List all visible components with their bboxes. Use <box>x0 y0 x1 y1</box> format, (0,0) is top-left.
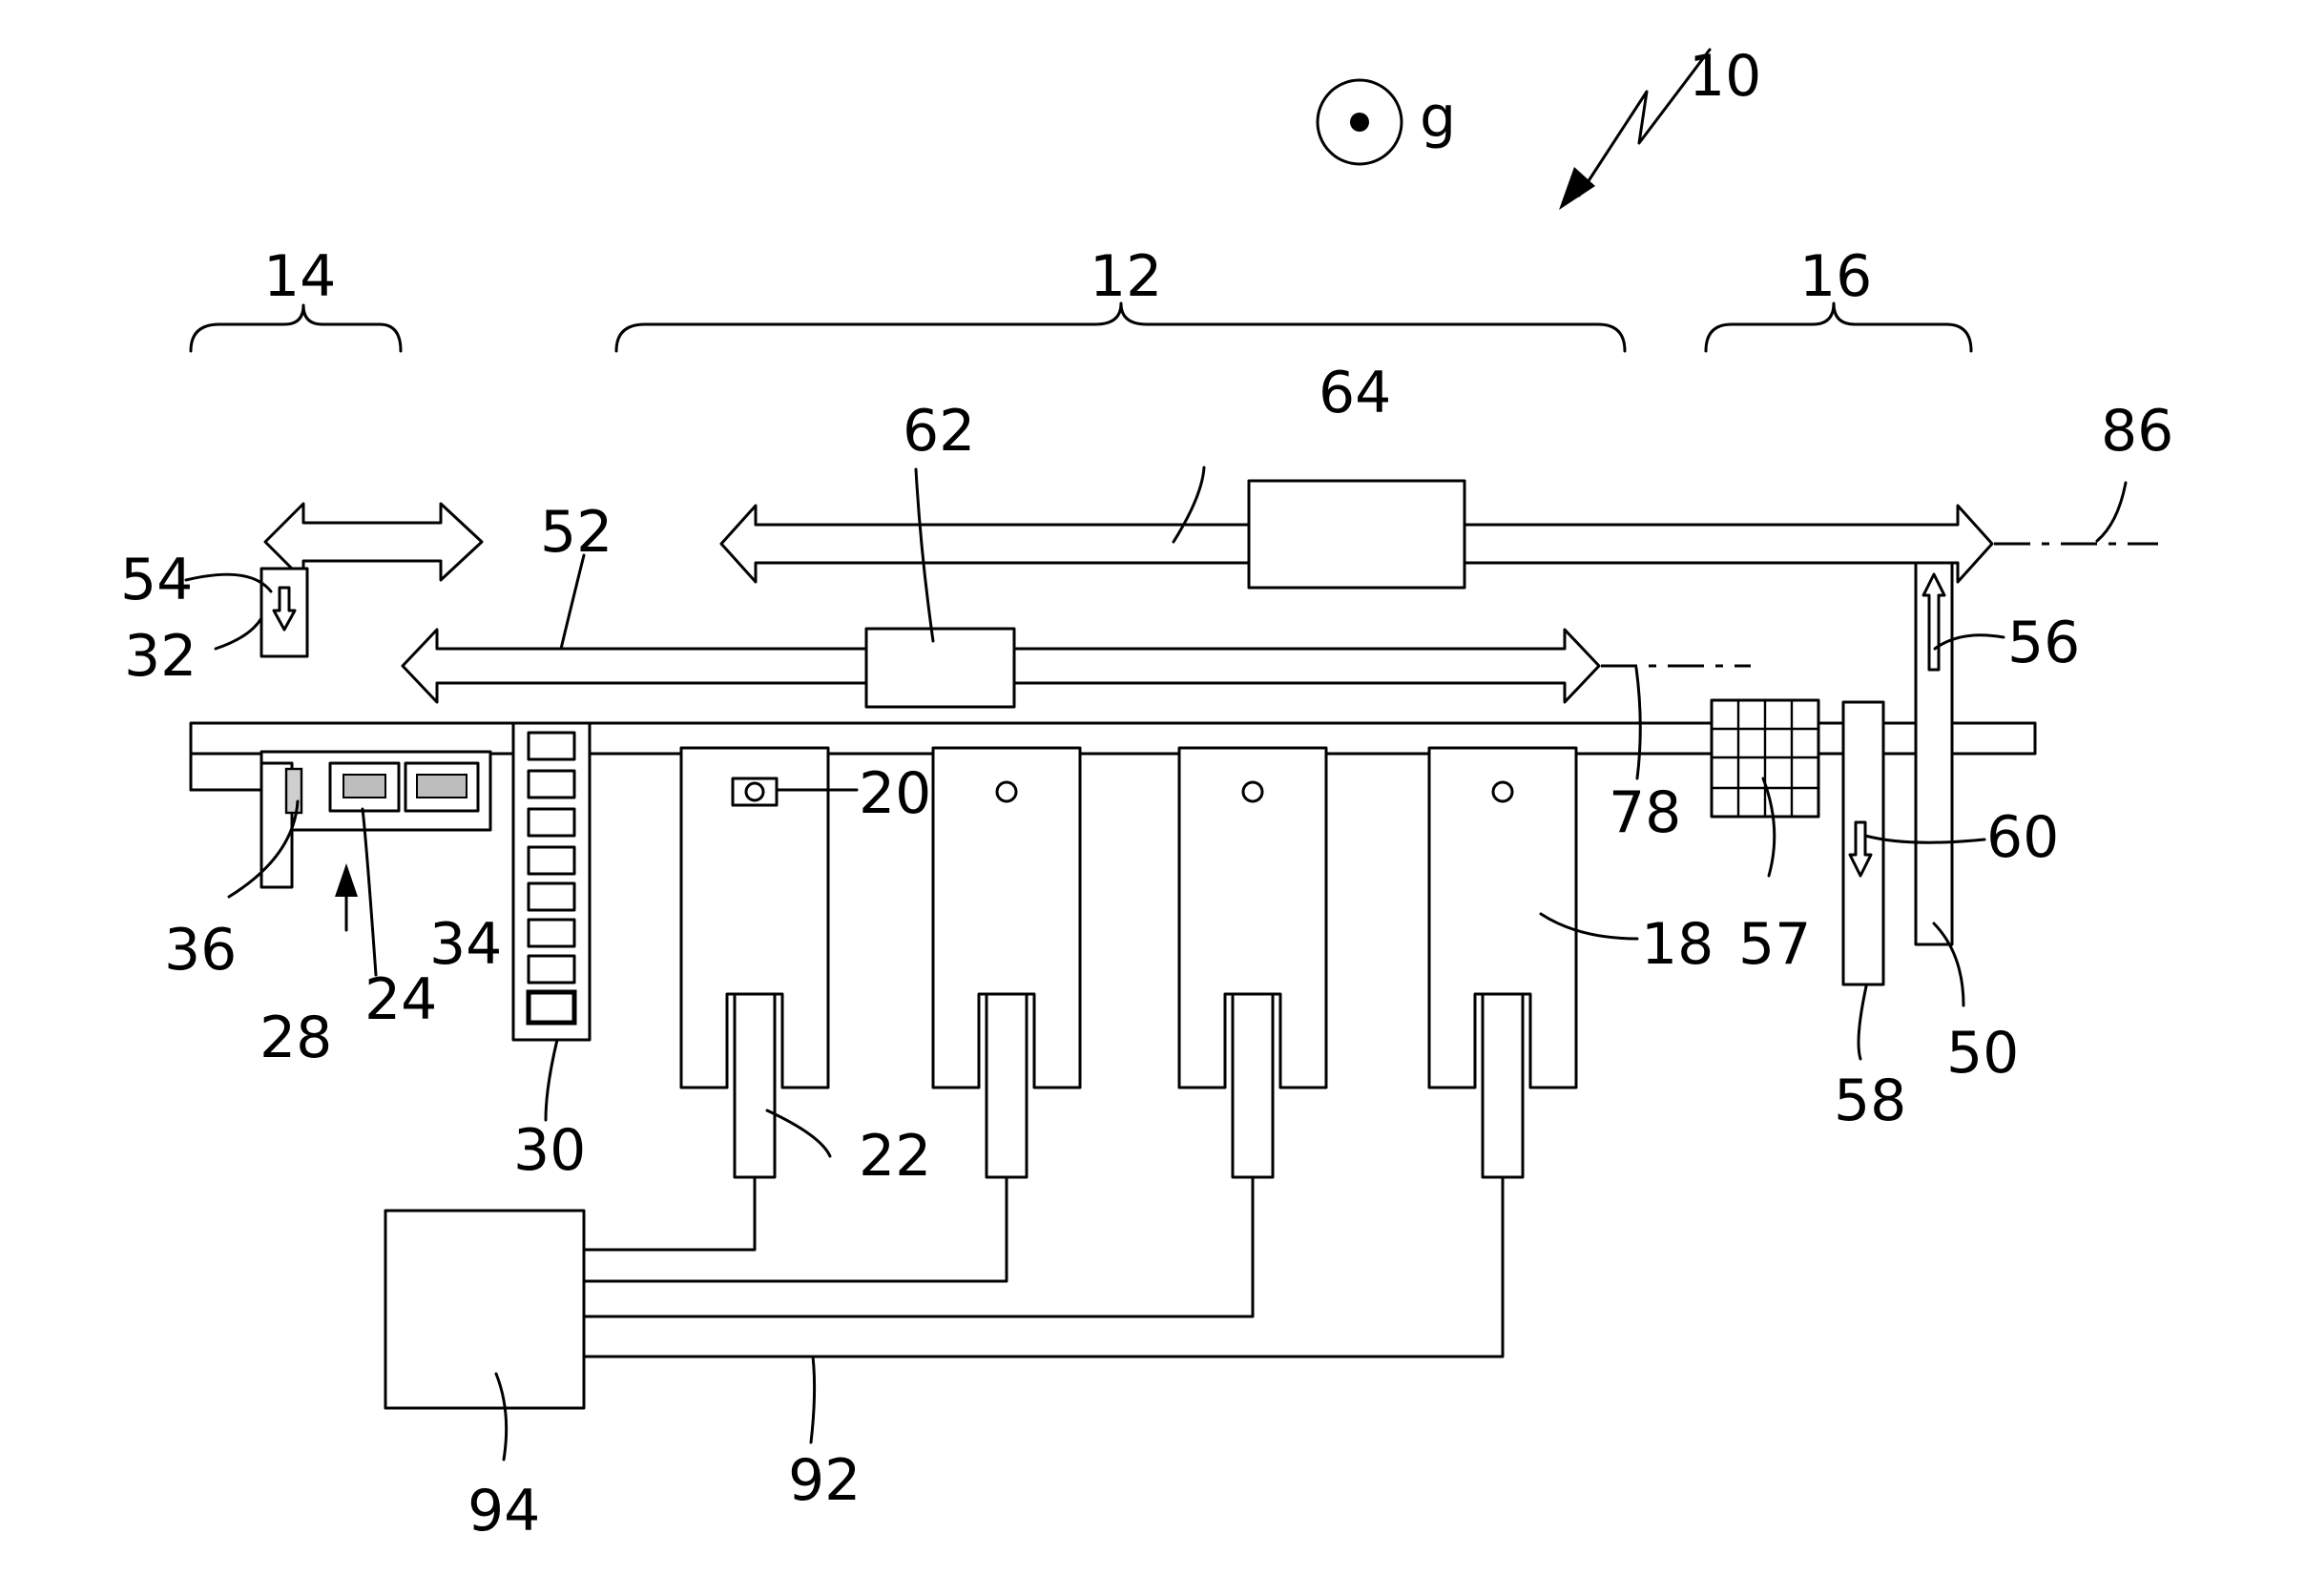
label-52: 52 <box>540 499 613 566</box>
element-34-fill <box>417 775 467 798</box>
label-32: 32 <box>124 623 197 690</box>
element-36 <box>286 769 301 813</box>
carriage-62 <box>866 629 1014 707</box>
carriage-64 <box>1249 481 1465 588</box>
label-20: 20 <box>859 760 931 827</box>
label-10: 10 <box>1689 43 1761 110</box>
label-18: 18 <box>1641 911 1714 978</box>
processing-station <box>681 748 828 1177</box>
label-34: 34 <box>429 911 502 978</box>
label-78: 78 <box>1609 779 1681 846</box>
label-28: 28 <box>260 1005 332 1071</box>
element-32 <box>261 569 307 656</box>
gravity-symbol <box>1318 80 1402 164</box>
label-24: 24 <box>364 966 437 1033</box>
brace-section-12 <box>616 303 1625 351</box>
label-22: 22 <box>859 1123 931 1190</box>
processing-station <box>1429 748 1576 1177</box>
label-62: 62 <box>903 398 975 465</box>
system-arrow <box>1559 50 1710 210</box>
processing-station <box>933 748 1080 1177</box>
processing-station <box>1179 748 1326 1177</box>
element-24-fill <box>343 775 385 798</box>
wiring-92 <box>584 1177 1503 1357</box>
label-60: 60 <box>1986 804 2059 871</box>
lift-58 <box>1843 702 1883 985</box>
gravity-label: g <box>1420 84 1456 151</box>
label-56: 56 <box>2007 610 2080 676</box>
label-64: 64 <box>1319 360 1391 426</box>
label-86: 86 <box>2101 398 2173 465</box>
controller-94 <box>385 1211 584 1408</box>
label-94: 94 <box>467 1478 540 1544</box>
brace-section-16 <box>1706 303 1971 351</box>
label-12: 12 <box>1090 243 1162 310</box>
brace-section-14 <box>191 305 401 351</box>
arrow-28 <box>335 863 358 930</box>
label-14: 14 <box>263 243 336 310</box>
label-36: 36 <box>164 917 237 984</box>
label-16: 16 <box>1799 243 1872 310</box>
label-30: 30 <box>513 1117 586 1184</box>
label-92: 92 <box>788 1447 861 1514</box>
label-58: 58 <box>1834 1067 1906 1134</box>
label-50: 50 <box>1946 1020 2019 1087</box>
lift-50 <box>1916 563 1952 944</box>
label-54: 54 <box>120 547 193 613</box>
label-57: 57 <box>1738 911 1811 978</box>
grid-element-57 <box>1712 700 1818 817</box>
